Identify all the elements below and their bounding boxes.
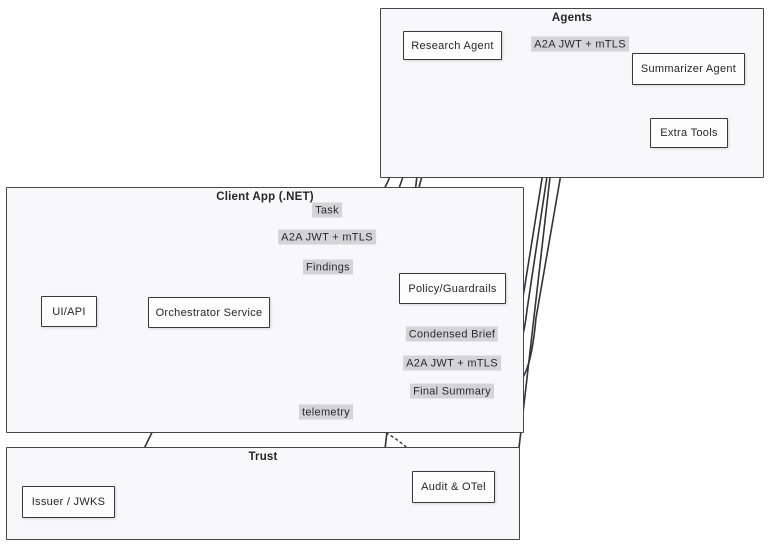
node-orchestrator-service: Orchestrator Service [148,297,270,328]
node-research-agent: Research Agent [403,31,502,60]
node-ui-api: UI/API [41,296,97,327]
trust-container-title: Trust [248,451,278,463]
edge-label-telemetry: telemetry [299,404,353,420]
agents-container-title: Agents [551,12,593,24]
node-issuer-jwks-label: Issuer / JWKS [31,496,106,508]
edge-label-task: Task [312,202,342,218]
node-research-agent-label: Research Agent [411,39,494,52]
node-audit-otel-label: Audit & OTel [421,481,486,493]
edge-label-a2a-research: A2A JWT + mTLS [278,229,376,245]
node-policy-guardrails: Policy/Guardrails [399,273,506,304]
node-policy-guardrails-label: Policy/Guardrails [408,282,497,295]
edge-label-final-summary: Final Summary [410,383,494,399]
node-summarizer-agent: Summarizer Agent [632,53,745,85]
client-app-container-title: Client App (.NET) [216,191,314,203]
node-extra-tools: Extra Tools [650,118,728,148]
node-orchestrator-service-label: Orchestrator Service [155,306,263,319]
edge-label-condensed-brief: Condensed Brief [405,326,499,342]
node-summarizer-agent-label: Summarizer Agent [640,63,737,75]
node-audit-otel: Audit & OTel [412,471,495,503]
node-ui-api-label: UI/API [52,305,86,318]
edge-label-findings: Findings [303,259,353,275]
node-issuer-jwks: Issuer / JWKS [22,486,115,518]
edge-label-a2a-agents: A2A JWT + mTLS [531,36,629,52]
edge-label-a2a-summarizer: A2A JWT + mTLS [403,355,501,371]
node-extra-tools-label: Extra Tools [660,127,718,139]
